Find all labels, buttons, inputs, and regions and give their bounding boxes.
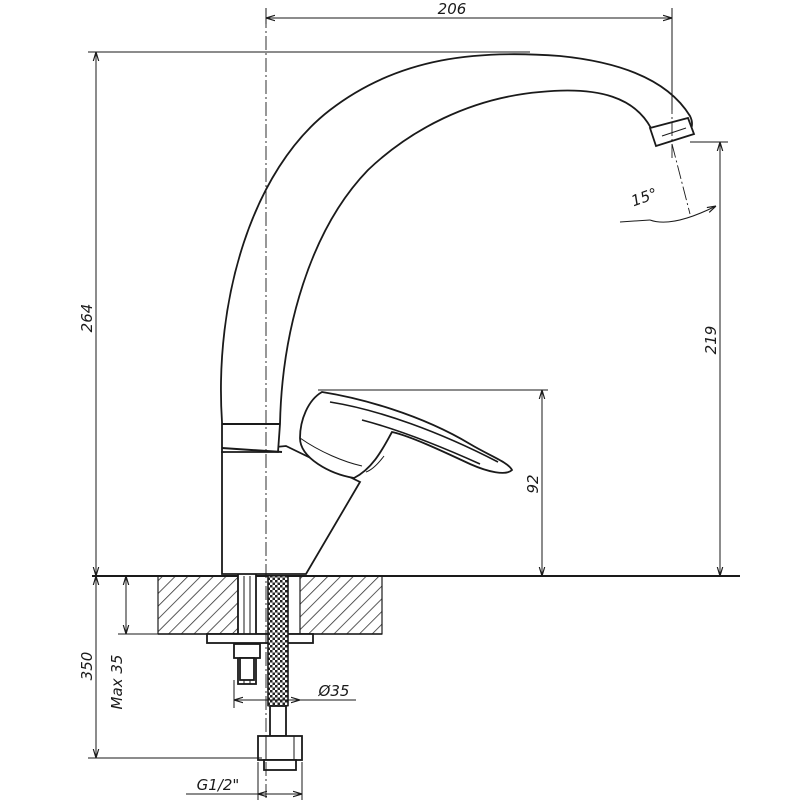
countertop-section [92,575,740,635]
dim-92-label: 92 [524,474,542,493]
dimension-lines [88,8,728,800]
faucet-body [220,53,696,575]
dim-206-label: 206 [438,0,467,18]
mounting-hardware [206,571,314,771]
dim-max35-label: Max 35 [108,655,126,710]
dim-264-label: 264 [78,304,96,333]
dim-350-label: 350 [78,652,96,681]
dim-15-angle-label: 15° [629,184,660,210]
dim-219-label: 219 [702,326,720,355]
dimension-labels: 206 264 219 92 15° 350 Max 35 Ø35 G1/2" [78,0,720,794]
dim-thread-label: G1/2" [197,776,240,794]
dim-diameter-35-label: Ø35 [318,682,350,700]
